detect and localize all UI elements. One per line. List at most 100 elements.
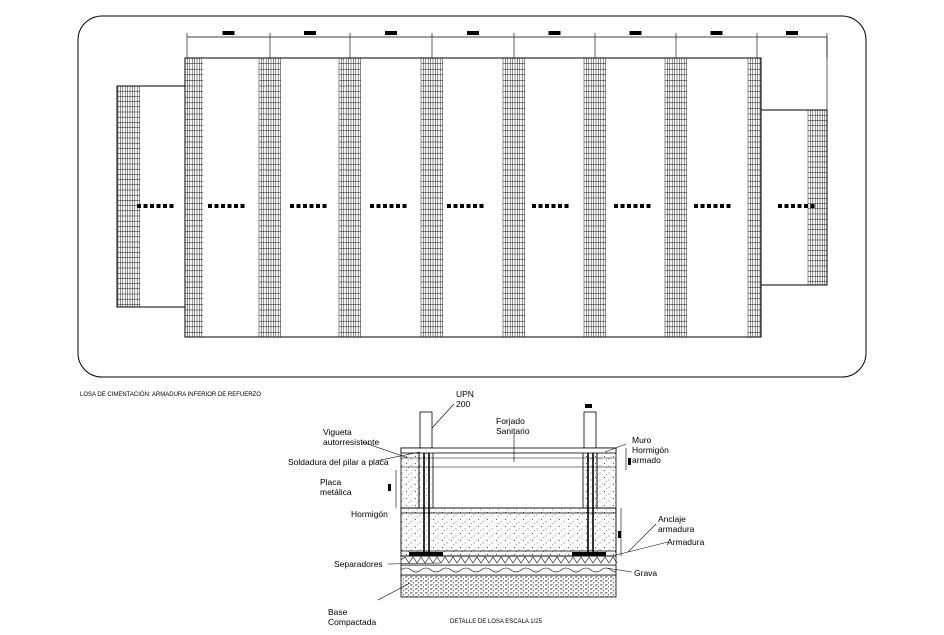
upn-column-left: [419, 411, 433, 449]
axis-dash: [713, 204, 718, 208]
axis-dash: [453, 204, 458, 208]
plan-caption: LOSA DE CIMENTACIÓN: ARMADURA INFERIOR D…: [80, 391, 261, 398]
rebar-band: [338, 58, 361, 337]
axis-dash: [473, 204, 477, 208]
pier-left: [418, 447, 434, 509]
rebar-band: [747, 58, 761, 337]
rebar-grid: [338, 58, 361, 337]
axis-dash: [163, 204, 167, 208]
sanitary-slab: [400, 447, 617, 454]
axis-dash: [627, 204, 631, 208]
axis-dash: [466, 204, 471, 208]
label-separadores: Separadores: [334, 559, 383, 569]
axis-dash: [620, 204, 625, 208]
rebar-grid: [502, 58, 525, 337]
axis-dash: [143, 204, 148, 208]
axis-dash: [545, 204, 549, 208]
upn-cap: [585, 404, 592, 408]
axis-dash: [214, 204, 219, 208]
axis-dash: [564, 204, 569, 208]
axis-dash: [402, 204, 407, 208]
rebar-band: [258, 58, 281, 337]
axis-dash: [532, 204, 536, 208]
base-plate-right: [572, 552, 606, 556]
axis-dash: [447, 204, 451, 208]
rebar-grid: [117, 86, 140, 307]
rebar-grid: [258, 58, 281, 337]
axis-dash: [383, 204, 387, 208]
dimension-mark: [786, 31, 798, 35]
rebar-band: [117, 86, 140, 307]
axis-dash: [804, 204, 808, 208]
label-hormigon: Hormigón: [351, 509, 388, 519]
axis-dash: [633, 204, 638, 208]
axis-dash: [646, 204, 651, 208]
compacted-base: [400, 574, 617, 598]
rebar-band: [807, 110, 827, 285]
axis-dash: [240, 204, 245, 208]
dimension-tick: [628, 458, 631, 465]
axis-dash: [778, 204, 782, 208]
upn-column-right: [583, 411, 597, 449]
axis-dash: [784, 204, 789, 208]
axis-dash: [137, 204, 141, 208]
axis-dash: [156, 204, 161, 208]
axis-dash: [303, 204, 307, 208]
dimension-mark: [548, 31, 561, 35]
rebar-grid: [747, 58, 761, 337]
axis-dash: [551, 204, 556, 208]
gravel-texture: [400, 567, 617, 573]
label-armadura: Armadura: [667, 537, 705, 547]
axis-dash: [389, 204, 394, 208]
axis-dash: [700, 204, 705, 208]
axis-dash: [370, 204, 374, 208]
base-plate-left: [409, 552, 443, 556]
axis-dash: [707, 204, 711, 208]
dimension-mark: [629, 31, 642, 35]
dimension-mark: [222, 31, 235, 35]
vertical-rebars: [423, 450, 594, 555]
dimension-mark: [385, 31, 397, 35]
rebar-grid: [583, 58, 606, 337]
axis-dash: [726, 204, 731, 208]
axis-dash: [150, 204, 154, 208]
axis-dash: [810, 204, 815, 208]
concrete-slab: [400, 507, 617, 557]
axis-dash: [290, 204, 294, 208]
axis-dash: [538, 204, 543, 208]
left-wing-outline: [116, 85, 186, 308]
axis-dash: [694, 204, 698, 208]
axis-dash: [791, 204, 795, 208]
dimension-tick: [618, 531, 621, 538]
axis-dash: [296, 204, 301, 208]
axis-dash: [376, 204, 381, 208]
center-axis: [137, 204, 815, 208]
axis-dash: [396, 204, 400, 208]
dimension-mark: [467, 31, 479, 35]
separator-zigzag: [400, 556, 618, 564]
detail-caption: DETALLE DE LOSA ESCALA 1/25: [450, 619, 543, 625]
rebar-band: [664, 58, 687, 337]
axis-dash: [316, 204, 320, 208]
axis-dash: [640, 204, 644, 208]
foundation-plan: [77, 15, 867, 378]
axis-dash: [227, 204, 232, 208]
separators: [400, 556, 618, 564]
axis-dash: [169, 204, 174, 208]
axis-dash: [558, 204, 562, 208]
pier-right: [582, 447, 598, 509]
rebar-band: [502, 58, 525, 337]
dimension-mark: [304, 31, 316, 35]
axis-dash: [479, 204, 484, 208]
dimension-mark: [710, 31, 723, 35]
axis-dash: [309, 204, 314, 208]
rebar-grid: [420, 58, 443, 337]
